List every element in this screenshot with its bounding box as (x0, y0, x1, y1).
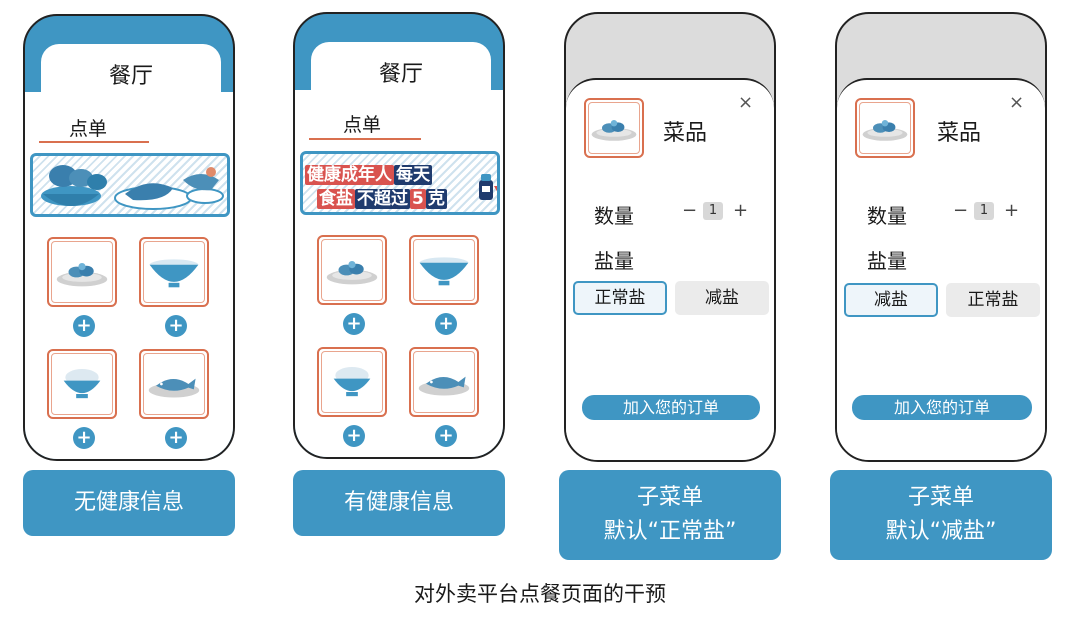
banner-line-1: 健康成年人每天 (305, 160, 432, 185)
quantity-decrement-button[interactable]: − (682, 200, 698, 221)
banner-text-five: 5 (410, 189, 426, 209)
dish-card-fish[interactable] (139, 349, 209, 419)
add-dish-plus-icon[interactable]: + (165, 427, 187, 449)
banner-text-adults: 健康成年人 (305, 165, 394, 185)
add-dish-plus-icon[interactable]: + (435, 425, 457, 447)
add-dish-plus-icon[interactable]: + (435, 313, 457, 335)
bowl-icon (147, 254, 201, 290)
caption-text: 无健康信息 (73, 490, 184, 515)
dish-thumbnail (584, 98, 644, 158)
plate-food-icon (325, 252, 379, 288)
quantity-label: 数量 (867, 204, 907, 228)
quantity-decrement-button[interactable]: − (953, 200, 969, 221)
plate-food-icon (590, 112, 638, 144)
phone-frame-submenu-normal-salt: × 菜品 数量 − 1 + 盐量 正常盐 减盐 加入您的订单 (564, 12, 776, 462)
dish-card-noodle-bowl[interactable] (409, 235, 479, 305)
banner-food-illustration-icon (41, 165, 224, 210)
salt-label: 盐量 (594, 249, 634, 273)
banner-text-no-more-than: 不超过 (355, 189, 410, 209)
add-dish-plus-icon[interactable]: + (165, 315, 187, 337)
order-tab-underline (39, 141, 149, 143)
plate-food-icon (861, 112, 909, 144)
dish-card-rice-bowl[interactable] (47, 349, 117, 419)
salt-option-reduced-selected[interactable]: 减盐 (844, 283, 938, 317)
restaurant-title: 餐厅 (378, 62, 423, 87)
salt-option-normal-selected[interactable]: 正常盐 (573, 281, 667, 315)
banner-text-grams: 克 (425, 189, 447, 209)
panel-caption-no-health: 无健康信息 (23, 470, 235, 536)
add-dish-plus-icon[interactable]: + (73, 427, 95, 449)
order-tab-label[interactable]: 点单 (69, 118, 108, 140)
dish-title: 菜品 (663, 121, 708, 146)
add-to-order-button[interactable]: 加入您的订单 (582, 395, 760, 420)
fish-plate-icon (417, 364, 471, 400)
quantity-value: 1 (703, 202, 723, 220)
fish-plate-icon (147, 366, 201, 402)
arrow-down-icon (494, 186, 497, 192)
quantity-value: 1 (974, 202, 994, 220)
bowl-icon (417, 252, 471, 288)
rice-bowl-icon (327, 362, 377, 402)
salt-option-reduced[interactable]: 减盐 (675, 281, 769, 315)
add-dish-plus-icon[interactable]: + (343, 425, 365, 447)
panel-caption-submenu-reduced: 子菜单 默认“减盐” (830, 470, 1052, 560)
order-tab-underline (309, 138, 421, 140)
food-banner (30, 153, 230, 217)
quantity-increment-button[interactable]: + (1004, 200, 1020, 221)
salt-option-normal[interactable]: 正常盐 (946, 283, 1040, 317)
banner-text-daily: 每天 (394, 165, 432, 185)
rice-bowl-icon (57, 364, 107, 404)
dish-thumbnail (855, 98, 915, 158)
quantity-increment-button[interactable]: + (733, 200, 749, 221)
caption-line-1: 子菜单 (636, 485, 703, 510)
add-dish-plus-icon[interactable]: + (73, 315, 95, 337)
plate-food-icon (55, 254, 109, 290)
salt-label: 盐量 (867, 249, 907, 273)
dish-card-seafood[interactable] (317, 235, 387, 305)
order-tab-label[interactable]: 点单 (343, 114, 382, 136)
caption-line-1: 子菜单 (907, 485, 974, 510)
panel-caption-submenu-normal: 子菜单 默认“正常盐” (559, 470, 781, 560)
caption-line-2: 默认“正常盐” (603, 519, 737, 544)
close-icon[interactable]: × (738, 92, 754, 113)
salt-shaker-icon (479, 174, 493, 200)
dish-card-rice-bowl[interactable] (317, 347, 387, 417)
quantity-label: 数量 (594, 204, 634, 228)
close-icon[interactable]: × (1009, 92, 1025, 113)
panel-caption-health-info: 有健康信息 (293, 470, 505, 536)
restaurant-title: 餐厅 (108, 64, 153, 89)
caption-line-2: 默认“减盐” (885, 519, 997, 544)
phone-frame-no-health: 餐厅 点单 + + + + (23, 14, 235, 461)
dish-card-seafood[interactable] (47, 237, 117, 307)
caption-text: 有健康信息 (343, 490, 454, 515)
add-dish-plus-icon[interactable]: + (343, 313, 365, 335)
dish-card-noodle-bowl[interactable] (139, 237, 209, 307)
add-to-order-button[interactable]: 加入您的订单 (852, 395, 1032, 420)
phone-frame-submenu-reduced-salt: × 菜品 数量 − 1 + 盐量 减盐 正常盐 加入您的订单 (835, 12, 1047, 462)
dish-card-fish[interactable] (409, 347, 479, 417)
banner-text-salt: 食盐 (317, 189, 355, 209)
dish-title: 菜品 (937, 121, 982, 146)
figure-caption: 对外卖平台点餐页面的干预 (414, 582, 666, 606)
